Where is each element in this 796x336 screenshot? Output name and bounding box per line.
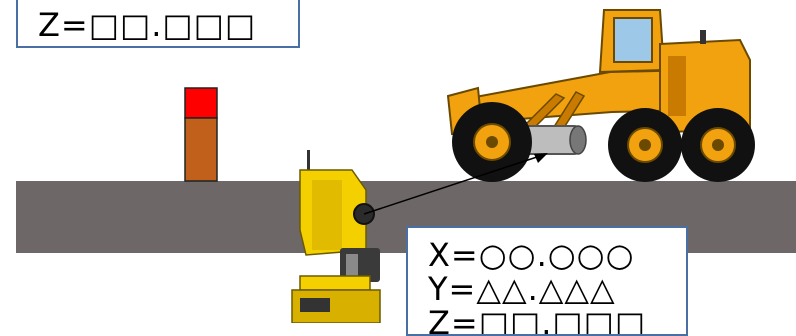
y-coordinate-text: Y=△△.△△△ [428,272,686,306]
elevation-readout-box: Z=□□.□□□ [16,0,300,48]
elevation-readout-text: Z=□□.□□□ [38,8,298,42]
x-coordinate-text: X=○○.○○○ [428,238,686,272]
z-coordinate-text: Z=□□.□□□ [428,306,686,336]
motor-grader-icon [448,10,755,182]
leveling-staff-icon [185,88,217,181]
coordinate-readout-box: X=○○.○○○ Y=△△.△△△ Z=□□.□□□ [406,226,688,336]
survey-diagram: Z=□□.□□□ X=○○.○○○ Y=△△.△△△ Z=□□.□□□ [0,0,796,323]
